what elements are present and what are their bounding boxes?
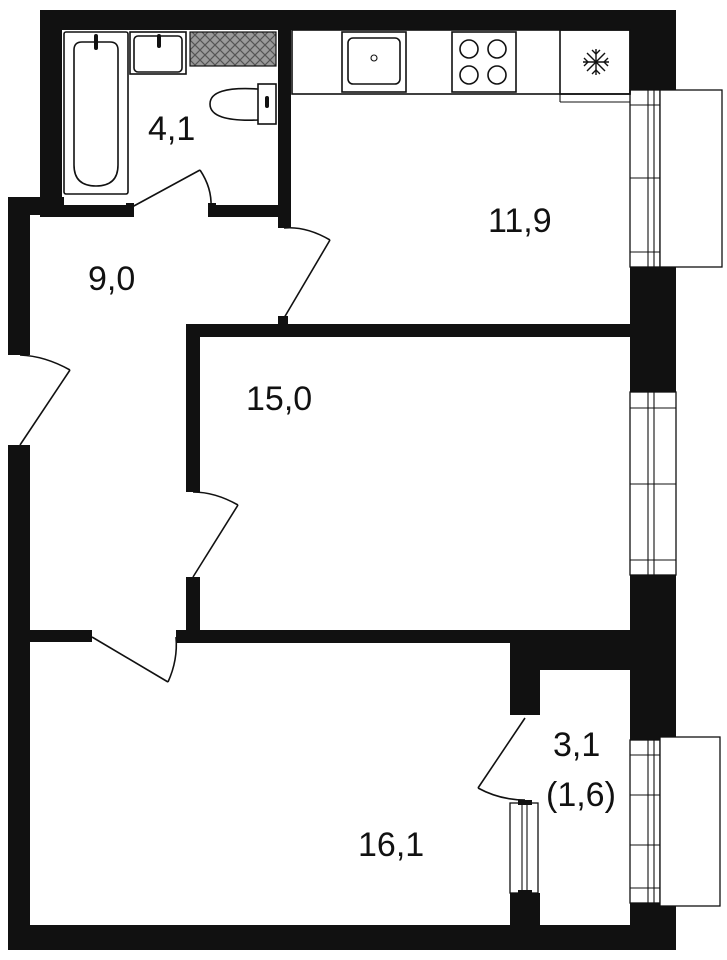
balcony-left-wall-upper bbox=[510, 630, 540, 715]
bedroom-door bbox=[192, 491, 239, 578]
kitchen-area-label: 11,9 bbox=[488, 202, 552, 240]
top-wall bbox=[40, 10, 676, 30]
bathroom-kitchen-wall bbox=[278, 28, 291, 228]
kitchen-bedroom-wall bbox=[186, 324, 634, 337]
bathroom-bottom-wall-right bbox=[211, 205, 291, 217]
living-room-door bbox=[91, 636, 178, 683]
fridge-snowflake-icon bbox=[559, 29, 631, 95]
left-wall-upper bbox=[8, 197, 30, 355]
hall-living-wall bbox=[30, 630, 92, 642]
balcony-reduced-area-label: (1,6) bbox=[546, 776, 616, 814]
bathroom-door bbox=[126, 169, 216, 217]
bathroom-area-label: 4,1 bbox=[148, 110, 195, 148]
balcony-area-label: 3,1 bbox=[553, 726, 600, 764]
bathroom-left-wall bbox=[40, 10, 62, 215]
balcony-left-wall-lower bbox=[510, 893, 540, 933]
bottom-wall bbox=[8, 925, 676, 950]
kitchen-door-jamb bbox=[278, 316, 288, 328]
living-room-area-label: 16,1 bbox=[358, 826, 424, 864]
stove-icon bbox=[451, 31, 517, 93]
kitchen-window bbox=[629, 89, 723, 268]
living-balcony-window bbox=[509, 800, 539, 895]
interior-walls bbox=[30, 28, 634, 933]
right-wall-top bbox=[630, 10, 676, 90]
hallway-area-label: 9,0 bbox=[88, 260, 135, 298]
right-wall-mid2 bbox=[630, 575, 676, 740]
doors bbox=[19, 169, 526, 801]
bedroom-area-label: 15,0 bbox=[246, 380, 312, 418]
toilet-icon bbox=[209, 83, 277, 125]
sink-icon bbox=[129, 31, 187, 75]
outer-walls bbox=[8, 10, 676, 950]
right-wall-mid1 bbox=[630, 267, 676, 392]
bedroom-left-wall-upper bbox=[186, 324, 200, 492]
washer-tile-icon bbox=[189, 31, 277, 67]
bathtub-icon bbox=[63, 31, 129, 195]
entrance-door bbox=[19, 354, 71, 446]
balcony-door bbox=[477, 717, 526, 801]
right-wall-bottom bbox=[630, 903, 676, 950]
kitchen-door bbox=[283, 226, 331, 319]
balcony-window bbox=[629, 736, 721, 907]
bathroom-bottom-wall-left bbox=[40, 205, 132, 217]
kitchen-sink-icon bbox=[341, 31, 407, 93]
left-wall-lower bbox=[8, 445, 30, 950]
bedroom-left-wall-lower bbox=[186, 577, 200, 637]
windows bbox=[509, 89, 723, 907]
bedroom-window bbox=[629, 391, 677, 576]
